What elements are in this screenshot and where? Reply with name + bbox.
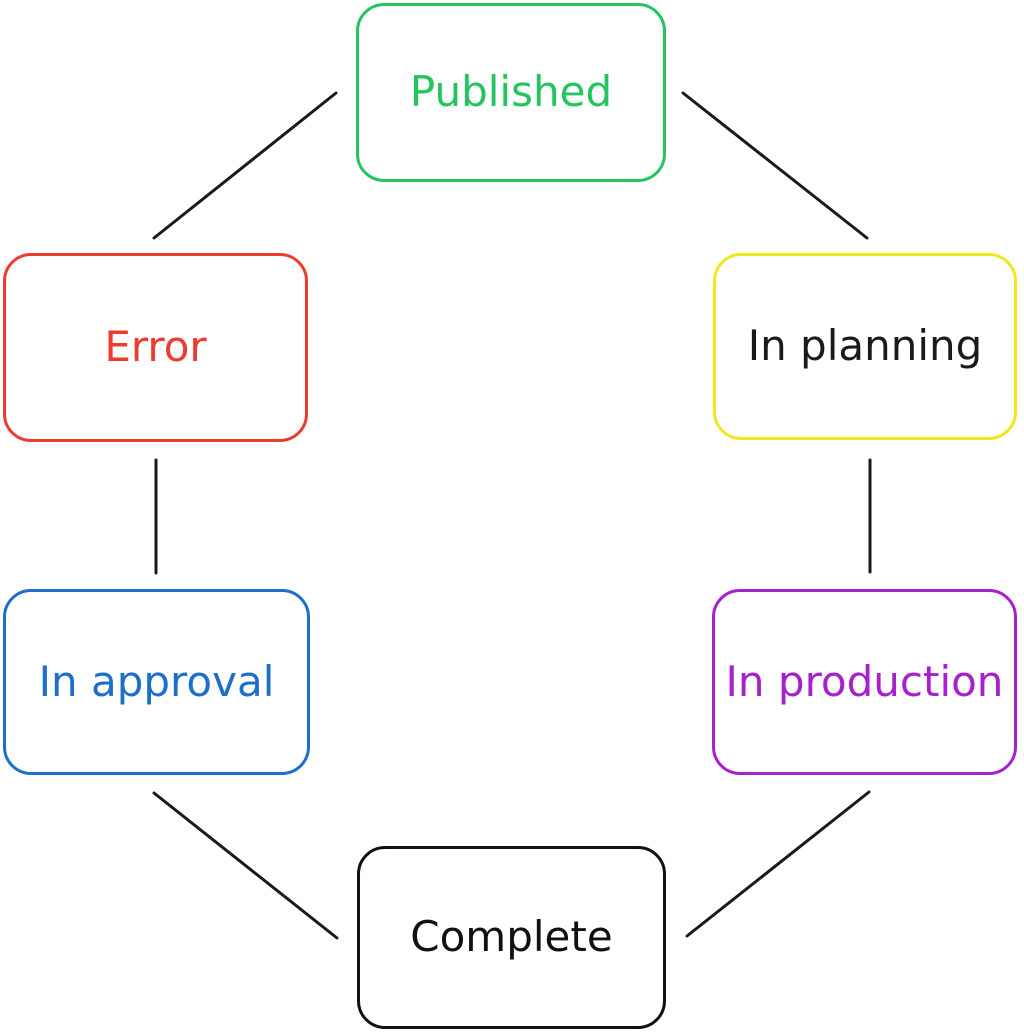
node-label: Complete [410,912,613,962]
node-label: Published [409,67,613,117]
node-label: In production [725,656,1004,706]
node-in-approval: In approval [3,589,310,775]
node-error: Error [3,253,308,442]
node-label: Error [104,322,207,372]
node-in-production: In production [712,589,1017,775]
node-complete: Complete [357,846,666,1029]
node-in-planning: In planning [713,253,1017,440]
node-published: Published [356,3,666,182]
node-label: In planning [747,321,983,371]
node-label: In approval [38,656,275,706]
